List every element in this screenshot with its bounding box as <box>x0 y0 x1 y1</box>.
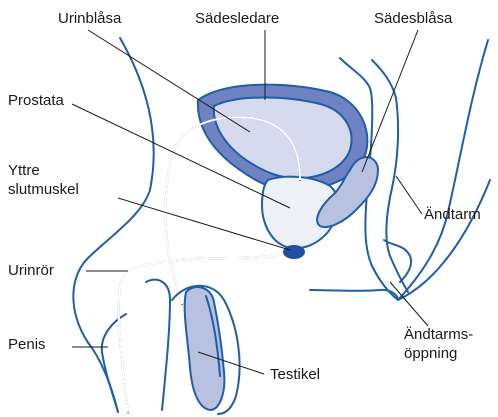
label-anus-line2: öppning <box>404 345 457 363</box>
leader-rectum <box>396 176 422 214</box>
testicle <box>185 287 225 410</box>
leader-seminal-vesicle <box>362 30 418 172</box>
pelvic-floor-outline <box>310 290 398 300</box>
external-sphincter <box>283 245 305 259</box>
label-prostate: Prostata <box>8 92 64 110</box>
buttock-outline <box>398 180 490 300</box>
label-anus-line1: Ändtarms- <box>404 326 473 344</box>
label-testicle: Testikel <box>270 366 320 384</box>
penis-shaft-outline <box>146 280 170 410</box>
leader-bladder <box>88 30 250 132</box>
label-penis: Penis <box>8 336 46 354</box>
label-urethra: Urinrör <box>8 262 54 280</box>
label-seminal-vesicle: Sädesblåsa <box>374 10 452 28</box>
label-sphincter-line1: Yttre <box>8 162 40 180</box>
label-rectum: Ändtarm <box>424 206 481 224</box>
label-sphincter-line2: slutmuskel <box>8 181 79 199</box>
label-bladder: Urinblåsa <box>58 10 121 28</box>
abdomen-outline <box>73 38 153 412</box>
label-vas-deferens: Sädesledare <box>195 10 279 28</box>
